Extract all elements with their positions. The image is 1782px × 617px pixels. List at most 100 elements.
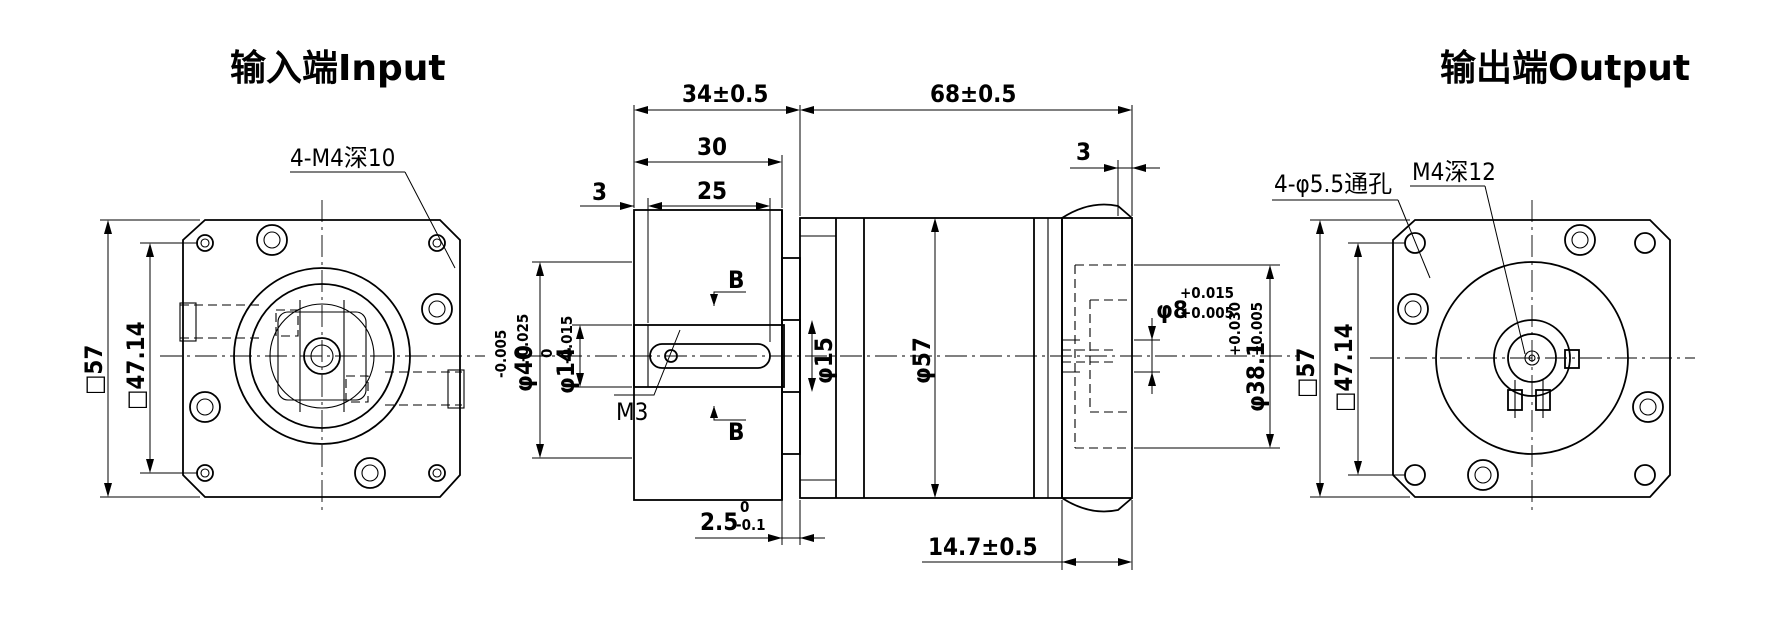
arrow [1148,372,1156,386]
dim-38-tol-upper: +0.030 [1226,302,1244,356]
input-large-hole [256,224,288,256]
arrow [710,406,718,418]
arrow [1316,483,1324,497]
output-clamp-tab [1564,349,1580,369]
input-large-hole [189,391,221,423]
output-large-hole [1632,391,1664,423]
side-view: B B M3 34±0.5 68±0.5 30 2 [492,80,1300,570]
dim-38-label: φ38.1 [1242,342,1270,412]
arrow [808,378,816,392]
input-bore-outer [303,337,341,375]
output-mount-hole [1404,232,1426,254]
dim-2-5-tol-upper: 0 [740,498,749,516]
dim-8-label: φ8 [1156,296,1188,324]
output-outer-circle [1435,261,1629,455]
key-slot [649,343,771,369]
arrow [146,459,154,473]
arrow [800,534,814,542]
arrow [648,202,662,210]
dim-68-label: 68±0.5 [930,80,1016,108]
arrow [1118,558,1132,566]
arrow [634,106,648,114]
output-end-title: 输出端Output [1440,48,1690,89]
dim-38-tol-lower: +0.005 [1248,302,1266,356]
dim-25-label: 25 [697,177,727,205]
input-clamp-screw-top [275,309,299,337]
output-square-inner-label: □47.14 [1330,323,1358,412]
input-large-hole [354,457,386,489]
input-square-flange [182,219,461,498]
arrow [104,483,112,497]
arrow [1266,265,1274,279]
dim-8-tol-lower: +0.005 [1180,304,1234,322]
m3-leader [614,329,681,396]
arrow [1132,164,1146,172]
dim-40-tol-upper: -0.005 [492,330,510,378]
output-large-hole [1467,459,1499,491]
input-mount-hole [428,464,446,482]
arrow [808,320,816,334]
output-shaft-center [1524,350,1540,366]
output-shaft-circle [1507,333,1557,383]
dim-40-tol-lower: -0.025 [514,314,532,362]
output-flange-round-top [1061,203,1133,219]
input-outer-circle [233,267,411,445]
output-thread-note: M4深12 [1412,158,1496,186]
arrow [576,373,584,387]
arrow [768,158,782,166]
output-large-hole [1397,293,1429,325]
output-large-hole [1564,224,1596,256]
arrow [576,325,584,339]
dim-30-label: 30 [697,133,727,161]
dim-3-label: 3 [592,178,607,206]
input-square-inner-label: □47.14 [122,321,150,410]
input-side-screw-head [447,369,465,409]
arrow [756,202,770,210]
arrow [104,220,112,234]
input-mount-hole [196,234,214,252]
input-end-view: 4-M4深10 □57 □47.14 [80,144,485,515]
input-clamp-screw-bottom [345,375,369,403]
arrow [1148,326,1156,340]
dim-57-label: φ57 [908,337,936,384]
input-hole-leader [404,171,456,269]
m3-label: M3 [616,398,648,426]
dim-34-label: 34±0.5 [682,80,768,108]
input-clamp-slot [277,311,367,401]
output-hole-note: 4-φ5.5通孔 [1274,170,1392,198]
dim-14-label: φ14 [552,347,580,394]
arrow [146,243,154,257]
arrow [1354,243,1362,257]
output-end-view: 4-φ5.5通孔 M4深12 □57 □47.14 [1272,158,1695,515]
arrow [536,444,544,458]
input-large-hole [421,293,453,325]
arrow [800,106,814,114]
input-hole-note: 4-M4深10 [290,144,395,172]
output-thread-leader [1484,185,1526,355]
input-coupling-circle [269,303,375,409]
section-label-top: B [728,266,744,294]
output-flange-round-bottom [1061,497,1133,513]
m3-hole [664,349,678,363]
dim-14-tol-upper: 0 [538,349,556,358]
dim-14-tol-lower: -0.015 [558,316,576,364]
arrow [1118,106,1132,114]
output-mount-hole [1634,232,1656,254]
arrow [536,262,544,276]
arrow [1354,461,1362,475]
output-flange [1061,217,1133,499]
arrow [931,218,939,232]
input-adapter-block [633,209,783,501]
dim-2-5-tol-lower: -0.1 [736,516,766,534]
dim-3-out-label: 3 [1076,138,1091,166]
dim-8-tol-upper: +0.015 [1180,284,1234,302]
arrow [710,294,718,306]
input-mount-hole [196,464,214,482]
input-bore-inner [310,344,334,368]
arrow [768,534,782,542]
arrow [620,202,634,210]
arrow [1316,220,1324,234]
dim-40-label: φ40 [510,345,538,392]
input-mount-hole [428,234,446,252]
